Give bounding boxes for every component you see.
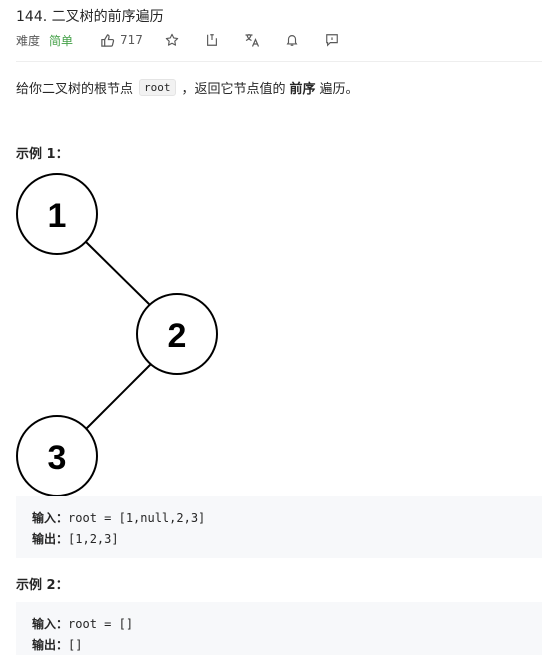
description-text-1: 给你二叉树的根节点 (16, 82, 134, 97)
example-1-code-block: 输入：root = [1,null,2,3] 输出：[1,2,3] (16, 496, 542, 558)
problem-title: 144. 二叉树的前序遍历 (16, 9, 164, 25)
tree-edge-2-3 (84, 363, 152, 431)
tree-node-1 (16, 173, 98, 255)
tree-node-2 (136, 293, 218, 375)
example-2-input-label: 输入： (32, 617, 69, 631)
example-1-input-value: root = [1,null,2,3] (68, 511, 206, 525)
share-icon[interactable] (204, 32, 220, 48)
description-emphasis: 前序 (289, 82, 316, 97)
like-count: 717 (120, 33, 143, 47)
thumbs-up-icon[interactable] (99, 32, 115, 48)
tree-node-2-label: 2 (168, 317, 187, 355)
example-1-input-label: 输入： (32, 511, 69, 525)
bell-icon[interactable] (284, 32, 300, 48)
problem-meta-bar: 难度 简单 717 (16, 31, 340, 49)
description-text-2: ，返回它节点值的 (181, 82, 286, 97)
tree-node-3-label: 3 (48, 439, 67, 477)
example-1-tree-image: 1 2 3 (16, 173, 218, 497)
comment-icon[interactable] (324, 32, 340, 48)
example-2-title: 示例 2： (16, 578, 69, 593)
example-1-output-label: 输出： (32, 532, 69, 546)
example-2-output-label: 输出： (32, 638, 69, 652)
example-1-title: 示例 1： (16, 147, 69, 162)
example-2-output-value: [] (68, 638, 83, 652)
translate-icon[interactable] (244, 32, 260, 48)
description-text-3: 遍历。 (319, 82, 359, 97)
description-code-root: root (139, 79, 176, 96)
example-2-output-line: 输出：[] (32, 635, 542, 656)
difficulty-label: 难度 (16, 33, 41, 48)
example-2-input-line: 输入：root = [] (32, 614, 542, 635)
problem-description: 给你二叉树的根节点 root ，返回它节点值的 前序 遍历。 (16, 78, 359, 97)
example-1-input-line: 输入：root = [1,null,2,3] (32, 508, 542, 529)
example-1-output-line: 输出：[1,2,3] (32, 529, 542, 550)
tree-edge-1-2 (83, 239, 152, 307)
header-divider (16, 61, 542, 62)
example-1-output-value: [1,2,3] (68, 532, 119, 546)
example-2-input-value: root = [] (68, 617, 134, 631)
star-icon[interactable] (164, 32, 180, 48)
example-2-code-block: 输入：root = [] 输出：[] (16, 602, 542, 655)
tree-node-1-label: 1 (48, 197, 67, 235)
difficulty-value: 简单 (49, 33, 74, 48)
